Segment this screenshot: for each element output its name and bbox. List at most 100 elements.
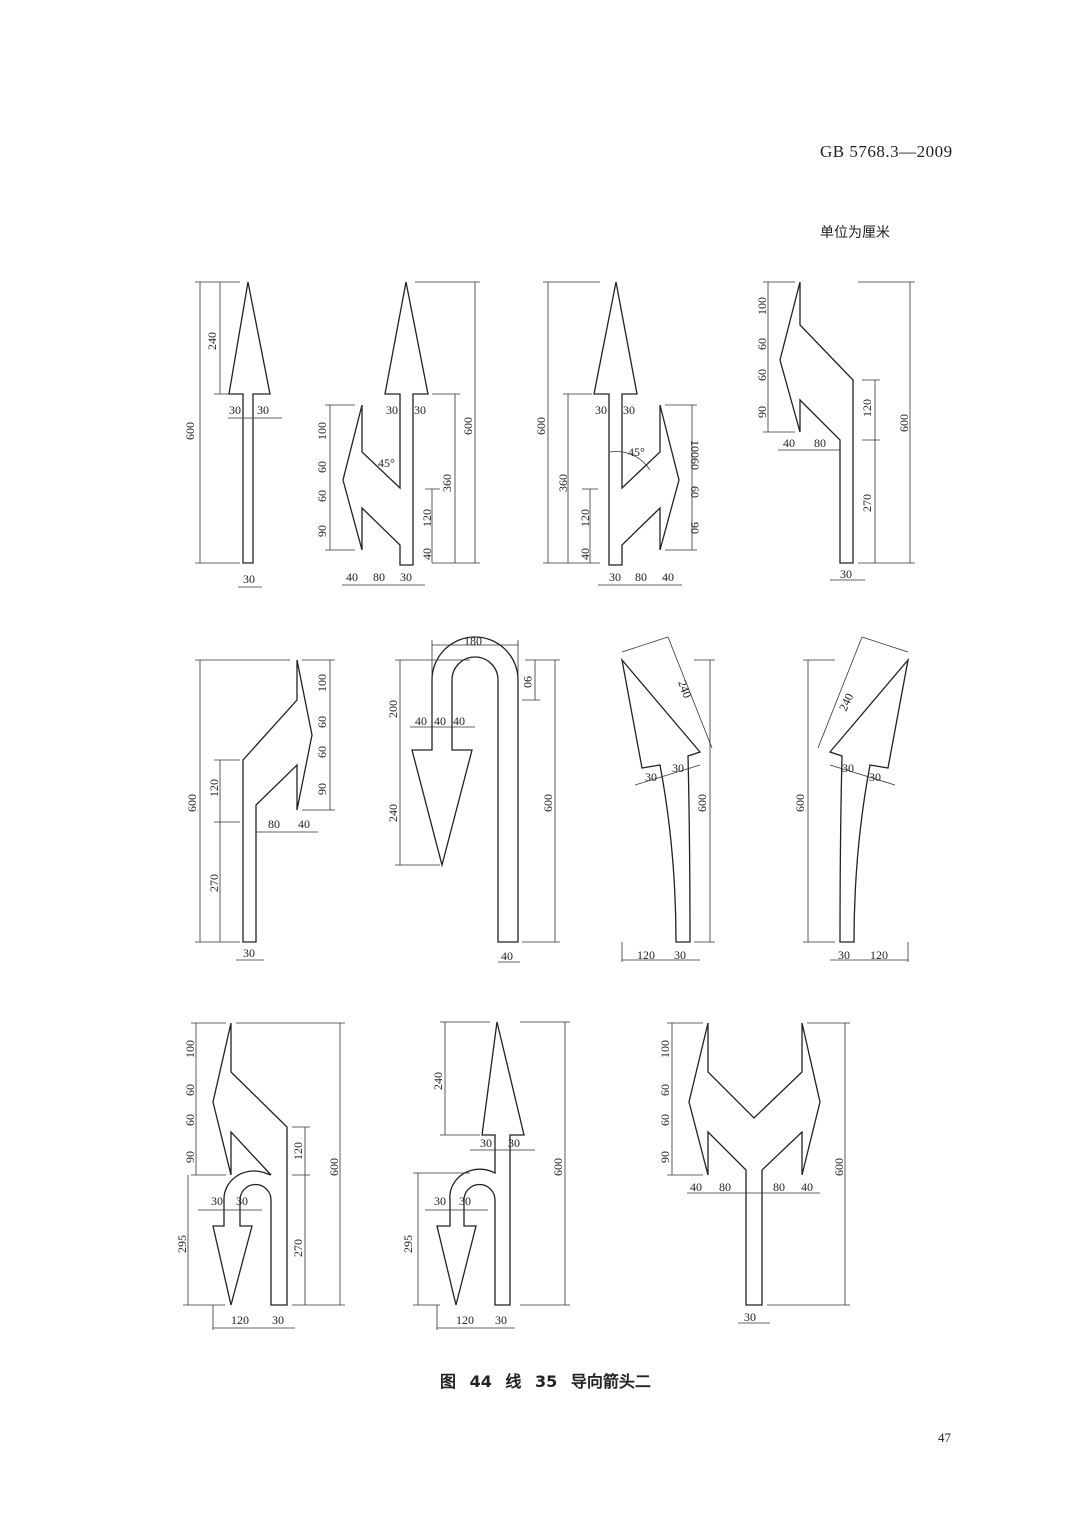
dim-label: 30	[272, 1313, 284, 1327]
dim-label: 30	[623, 403, 635, 417]
dim-label: 90	[521, 676, 535, 688]
dim-label: 30	[609, 570, 621, 584]
dim-label: 40	[783, 436, 795, 450]
dim-label: 30	[645, 770, 657, 784]
dim-label: 90	[315, 525, 329, 537]
dim-label: 100	[315, 422, 329, 440]
dim-label: 600	[183, 422, 197, 440]
dim-label: 120	[456, 1313, 474, 1327]
dim-label: 30	[672, 761, 684, 775]
figure-straight-or-u-turn-arrow: 240 30 30 600 30 30 295 120 30	[401, 1021, 570, 1330]
dim-label: 90	[183, 1151, 197, 1163]
dim-label: 295	[401, 1235, 415, 1253]
dim-label: 600	[185, 794, 199, 812]
dim-label: 60	[755, 338, 769, 350]
figure-straight-arrow: 240 600 30 30 30	[183, 281, 282, 588]
dim-label: 600	[793, 794, 807, 812]
dim-label: 240	[431, 1072, 445, 1090]
dim-label: 40	[298, 817, 310, 831]
dim-label: 90	[658, 1151, 672, 1163]
figure-u-turn-arrow: 180 90 200 40 40 40 240 600 40	[386, 634, 560, 963]
dim-label: 120	[870, 948, 888, 962]
dim-label: 100	[688, 440, 702, 458]
arrow-shape	[228, 281, 271, 564]
dim-label: 40	[420, 548, 434, 560]
dim-label: 100	[183, 1040, 197, 1058]
dim-label: 60	[315, 490, 329, 502]
dim-label: 270	[291, 1239, 305, 1257]
dim-label: 60	[755, 369, 769, 381]
dim-label: 40	[662, 570, 674, 584]
dim-label: 40	[690, 1180, 702, 1194]
dim-label: 30	[508, 1136, 520, 1150]
dim-label: 600	[461, 417, 475, 435]
dim-label: 30	[236, 1194, 248, 1208]
dim-label: 60	[183, 1084, 197, 1096]
dim-label: 30	[495, 1313, 507, 1327]
dim-label: 100	[755, 297, 769, 315]
dim-label: 120	[637, 948, 655, 962]
dim-label: 30	[480, 1136, 492, 1150]
dim-label: 30	[744, 1310, 756, 1324]
dim-label: 30	[674, 948, 686, 962]
arrow-shape	[593, 281, 680, 566]
dim-label: 40	[346, 570, 358, 584]
dim-label: 45°	[628, 445, 645, 459]
figure-merge-right-arrow: 100 60 60 90 120 270 600 80 40 30	[185, 659, 335, 961]
dim-label: 30	[434, 1194, 446, 1208]
dim-label: 240	[386, 804, 400, 822]
dim-label: 200	[386, 700, 400, 718]
arrow-shape	[436, 1021, 525, 1306]
dim-label: 60	[315, 461, 329, 473]
dim-label: 80	[635, 570, 647, 584]
dim-label: 80	[268, 817, 280, 831]
arrow-shape	[620, 657, 702, 943]
dim-label: 60	[688, 486, 702, 498]
dim-label: 60	[315, 716, 329, 728]
dim-label: 30	[840, 567, 852, 581]
dim-label: 120	[860, 399, 874, 417]
dim-label: 60	[315, 746, 329, 758]
dim-label: 30	[869, 770, 881, 784]
dim-label: 120	[420, 509, 434, 527]
dim-label: 270	[207, 874, 221, 892]
dim-label: 30	[414, 403, 426, 417]
dim-label: 80	[773, 1180, 785, 1194]
dim-label: 100	[315, 674, 329, 692]
dim-label: 40	[801, 1180, 813, 1194]
dim-label: 100	[658, 1040, 672, 1058]
dim-label: 80	[719, 1180, 731, 1194]
figure-left-or-right-arrow: 100 60 60 90 40 80 80 40 600 30	[658, 1022, 850, 1324]
dim-label: 60	[688, 458, 702, 470]
dim-label: 600	[534, 417, 548, 435]
dim-label: 40	[453, 714, 465, 728]
figure-straight-or-right-arrow: 600 360 120 40 30 30 45° 100 60 60 90 30…	[534, 281, 702, 586]
dim-label: 240	[836, 691, 856, 713]
arrow-shape	[828, 657, 910, 943]
dim-label: 240	[205, 332, 219, 350]
unit-note: 单位为厘米	[820, 225, 890, 241]
figure-merge-left-arrow: 100 60 60 90 40 80 120 270 600 30	[755, 281, 915, 581]
dim-label: 30	[229, 403, 241, 417]
arrow-shape	[411, 636, 519, 943]
dim-label: 90	[688, 522, 702, 534]
dim-label: 270	[860, 494, 874, 512]
dim-label: 80	[814, 436, 826, 450]
dim-label: 90	[755, 406, 769, 418]
dim-label: 360	[556, 474, 570, 492]
figure-curve-left-arrow: 240 30 30 600 120 30	[620, 636, 715, 962]
dim-label: 60	[658, 1084, 672, 1096]
dim-label: 30	[386, 403, 398, 417]
dim-label: 30	[838, 948, 850, 962]
arrow-shape	[779, 281, 854, 564]
dim-label: 120	[291, 1142, 305, 1160]
dim-label: 40	[434, 714, 446, 728]
dim-label: 120	[231, 1313, 249, 1327]
dim-label: 120	[207, 779, 221, 797]
dim-label: 30	[243, 572, 255, 586]
dim-label: 30	[243, 946, 255, 960]
dim-label: 600	[897, 414, 911, 432]
dim-label: 60	[658, 1114, 672, 1126]
dim-label: 600	[327, 1158, 341, 1176]
